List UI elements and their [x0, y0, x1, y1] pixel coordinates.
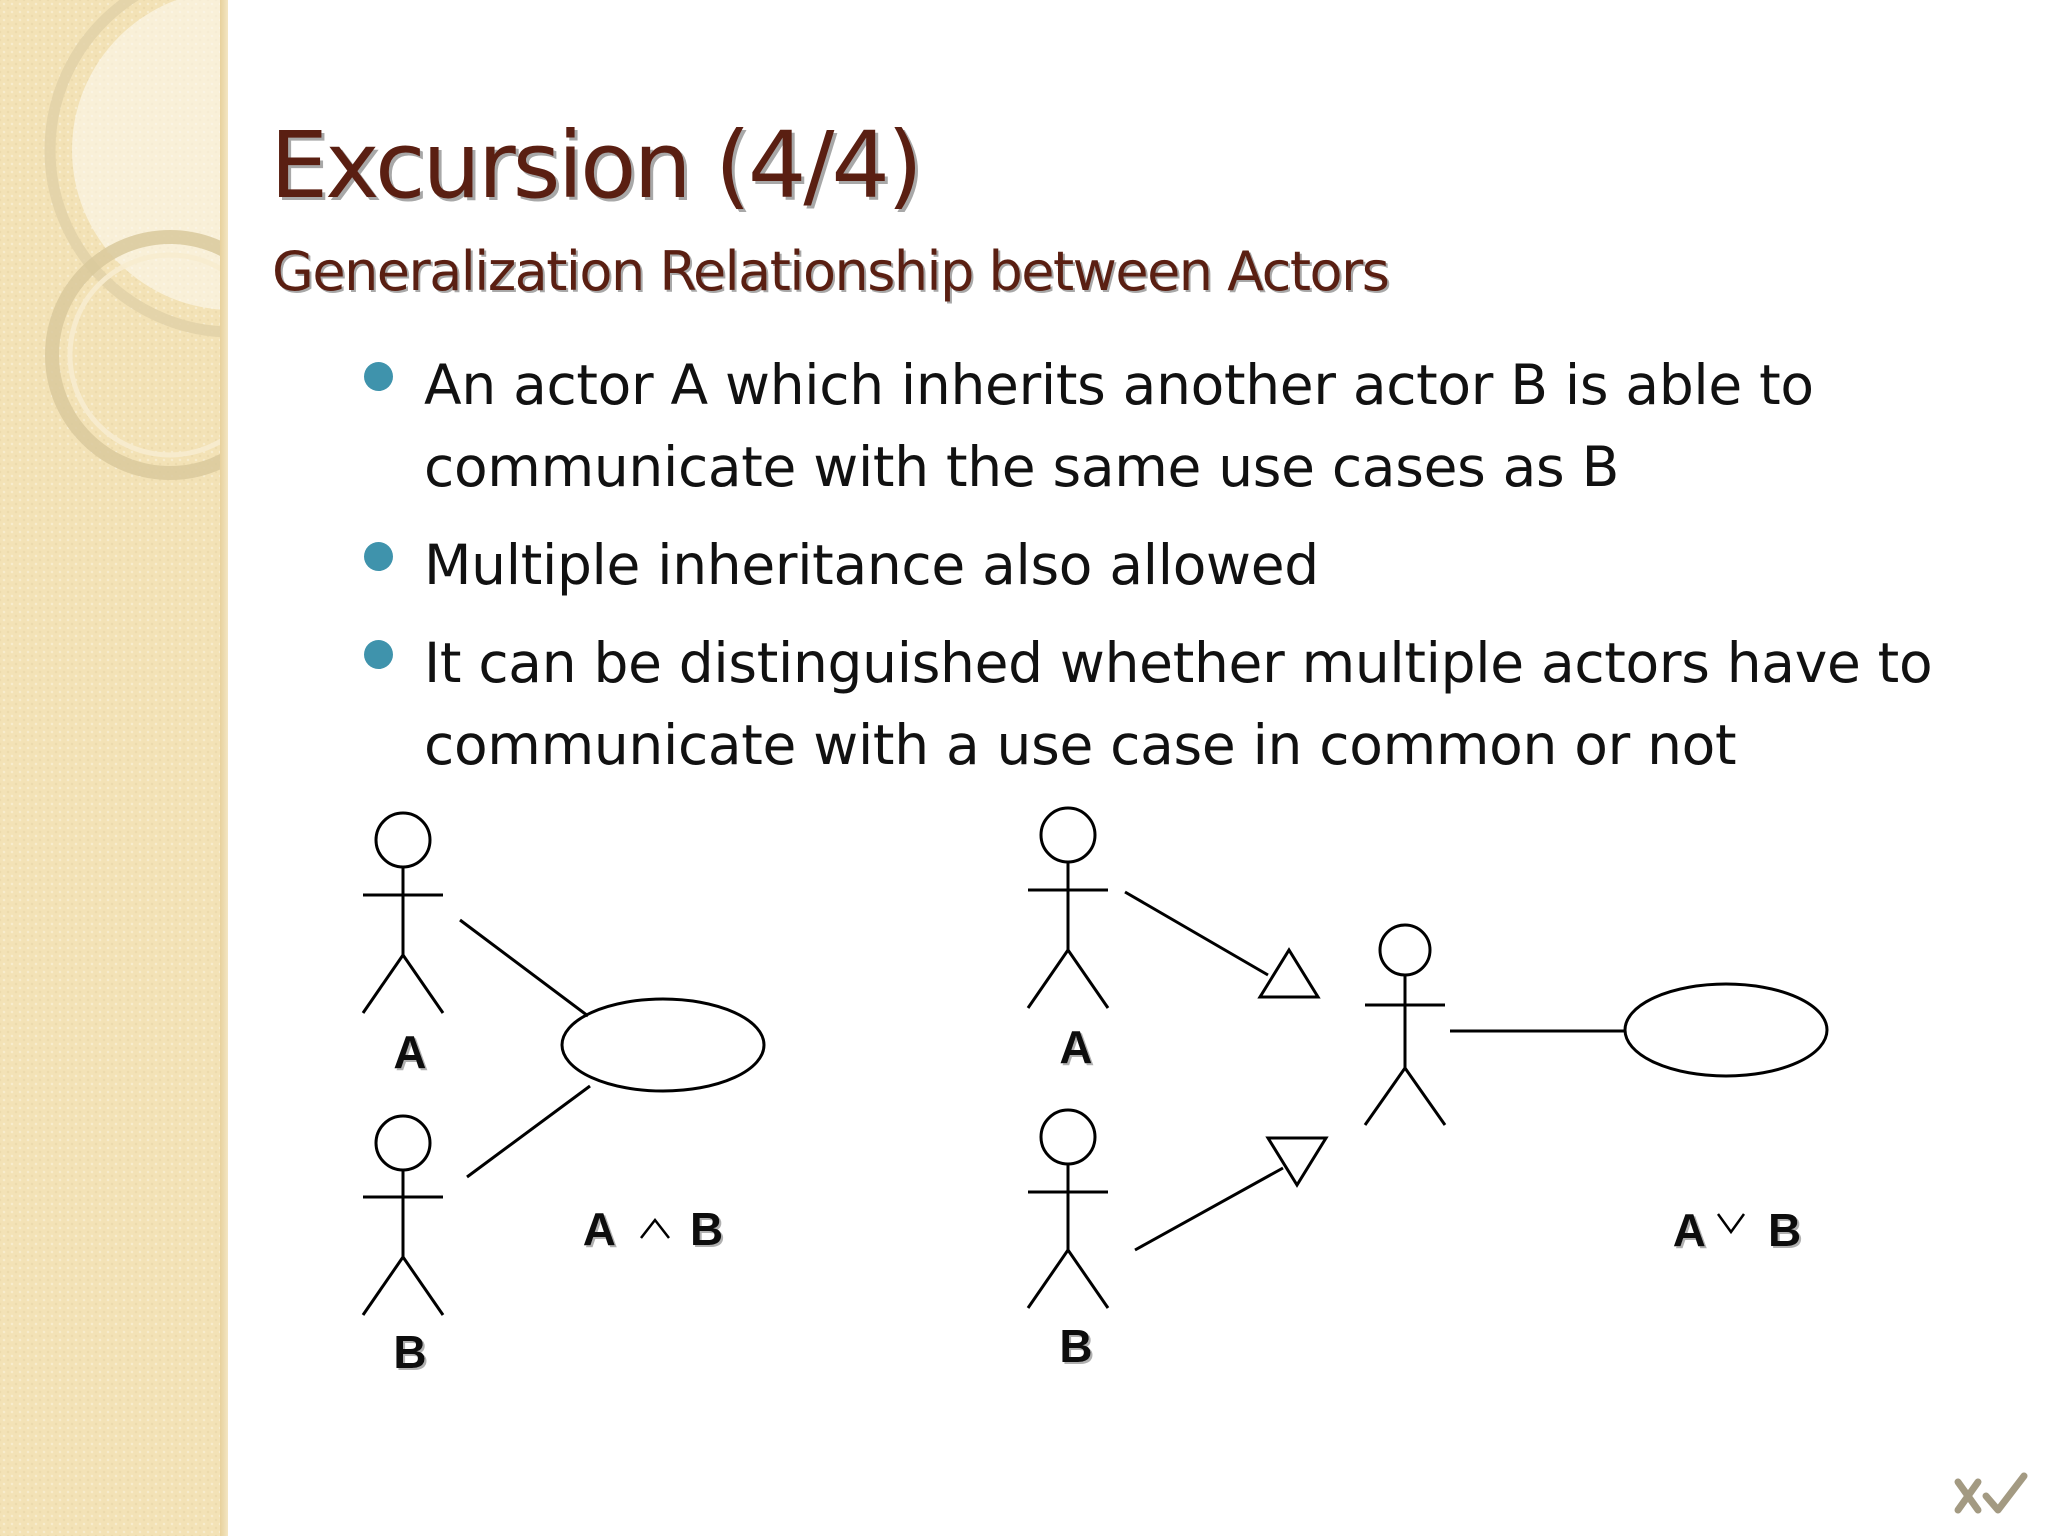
- left-diagram: [361, 811, 766, 1316]
- stick-figure-actor: [1026, 1108, 1110, 1309]
- xv-checkmark-logo-icon: [1954, 1472, 2028, 1514]
- bullet-list: An actor A which inherits another actor …: [360, 344, 2000, 802]
- actor-label-a: A: [393, 1026, 426, 1078]
- formula-right-operand: B: [1768, 1204, 1801, 1256]
- generalization-line: [1134, 1166, 1284, 1252]
- formula-left-operand: A: [1673, 1204, 1706, 1256]
- slide-subtitle: Generalization Relationship between Acto…: [272, 240, 1390, 303]
- stick-figure-actor: [1026, 806, 1110, 1009]
- slide-title: Excursion (4/4): [270, 112, 923, 219]
- sidebar-edge: [220, 0, 228, 1536]
- bullet-text: An actor A which inherits another actor …: [424, 353, 1814, 499]
- decorative-sidebar: [0, 0, 228, 1536]
- formula-right-operand: B: [690, 1203, 723, 1255]
- association-line: [459, 918, 589, 1018]
- bullet-item-3: It can be distinguished whether multiple…: [360, 622, 2000, 786]
- stick-figure-actor: [361, 1114, 445, 1316]
- use-case-ellipse: [560, 997, 766, 1093]
- generalization-arrowhead: [1257, 947, 1321, 999]
- use-case-diagram: A B A B A B: [361, 806, 1829, 1378]
- formula-left-operand: A: [583, 1203, 616, 1255]
- bullet-dot: [364, 362, 393, 391]
- stick-figure-actor: [1363, 923, 1447, 1126]
- bullet-text: Multiple inheritance also allowed: [424, 533, 1319, 597]
- logical-or-icon: [1716, 1213, 1746, 1235]
- bullet-dot: [364, 640, 393, 669]
- decorative-rings: [44, 0, 228, 480]
- use-case-ellipse: [1623, 982, 1829, 1078]
- actor-label-b: B: [393, 1326, 426, 1378]
- generalization-arrowhead: [1265, 1136, 1329, 1188]
- right-diagram: [1026, 806, 1829, 1309]
- actor-label-a: A: [1059, 1021, 1092, 1073]
- bullet-item-1: An actor A which inherits another actor …: [360, 344, 2000, 508]
- bullet-dot: [364, 542, 393, 571]
- bullet-item-2: Multiple inheritance also allowed: [360, 524, 2000, 606]
- association-line: [466, 1084, 591, 1179]
- actor-label-b: B: [1059, 1320, 1092, 1372]
- stick-figure-actor: [361, 811, 445, 1014]
- bullet-text: It can be distinguished whether multiple…: [424, 631, 1933, 777]
- logical-and-icon: [640, 1217, 670, 1239]
- generalization-line: [1124, 890, 1269, 977]
